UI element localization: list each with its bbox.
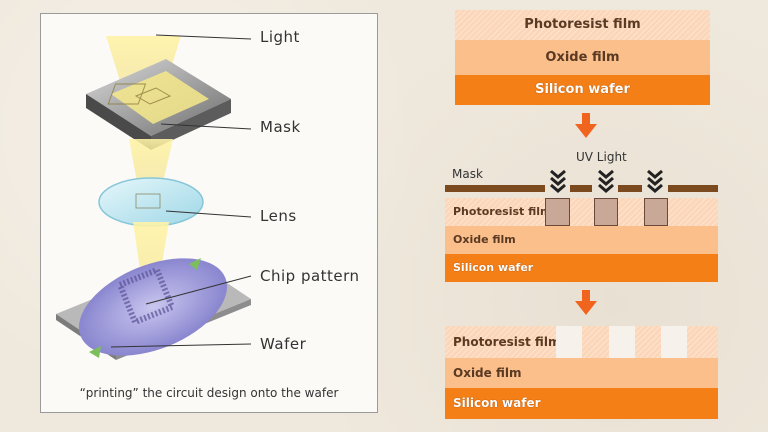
stack1-silicon-label: Silicon wafer bbox=[535, 82, 630, 97]
mask-bar-segment-3 bbox=[618, 185, 642, 192]
uv-rays bbox=[550, 169, 663, 193]
wafer-shape bbox=[56, 258, 251, 360]
lens-pattern bbox=[135, 193, 161, 209]
stack1-oxide-label: Oxide film bbox=[545, 50, 620, 65]
developed-gap-1 bbox=[556, 326, 582, 358]
developed-gap-3 bbox=[661, 326, 687, 358]
exposure-silicon-layer: Silicon wafer bbox=[445, 254, 718, 282]
process-arrow-2 bbox=[575, 290, 597, 315]
label-light: Light bbox=[260, 28, 300, 46]
mask-bar-segment-2 bbox=[570, 185, 592, 192]
developed-oxide-layer: Oxide film bbox=[445, 358, 718, 388]
process-arrow-1 bbox=[575, 113, 597, 138]
lithography-illustration bbox=[56, 34, 252, 360]
exposed-region-2 bbox=[594, 198, 618, 226]
label-mask: Mask bbox=[260, 118, 301, 136]
exposure-photoresist-layer: Photoresist film bbox=[445, 198, 718, 226]
exposed-region-3 bbox=[644, 198, 668, 226]
stack1-photoresist-label: Photoresist film bbox=[524, 17, 641, 32]
lithography-illustration-panel: Light Mask Lens Chip pattern Wafer “prin… bbox=[40, 13, 378, 413]
stack1-silicon-layer: Silicon wafer bbox=[455, 75, 710, 105]
developed-photoresist-label: Photoresist film bbox=[453, 335, 561, 349]
stack1-photoresist-layer: Photoresist film bbox=[455, 10, 710, 40]
exposure-silicon-label: Silicon wafer bbox=[453, 261, 534, 274]
label-chip-pattern: Chip pattern bbox=[260, 267, 360, 285]
panel-caption: “printing” the circuit design onto the w… bbox=[79, 386, 339, 400]
label-wafer: Wafer bbox=[260, 335, 307, 353]
developed-silicon-layer: Silicon wafer bbox=[445, 388, 718, 419]
developed-gap-2 bbox=[609, 326, 635, 358]
developed-silicon-label: Silicon wafer bbox=[453, 396, 541, 410]
light-beam-middle bbox=[129, 139, 173, 182]
exposure-photoresist-label: Photoresist film bbox=[453, 205, 552, 218]
mask-label: Mask bbox=[452, 167, 483, 181]
mask-bar-segment-4 bbox=[668, 185, 718, 192]
uv-light-label: UV Light bbox=[576, 150, 627, 164]
rotation-arrow-right bbox=[189, 258, 201, 270]
rotation-arrow-left bbox=[89, 346, 101, 358]
lens-shape bbox=[98, 177, 204, 227]
exposure-oxide-label: Oxide film bbox=[453, 233, 516, 246]
label-lens: Lens bbox=[260, 207, 297, 225]
developed-oxide-label: Oxide film bbox=[453, 366, 522, 380]
mask-shape bbox=[86, 59, 231, 150]
exposed-region-1 bbox=[545, 198, 570, 226]
stack1-oxide-layer: Oxide film bbox=[455, 40, 710, 75]
exposure-oxide-layer: Oxide film bbox=[445, 226, 718, 254]
mask-bar-segment-1 bbox=[445, 185, 545, 192]
